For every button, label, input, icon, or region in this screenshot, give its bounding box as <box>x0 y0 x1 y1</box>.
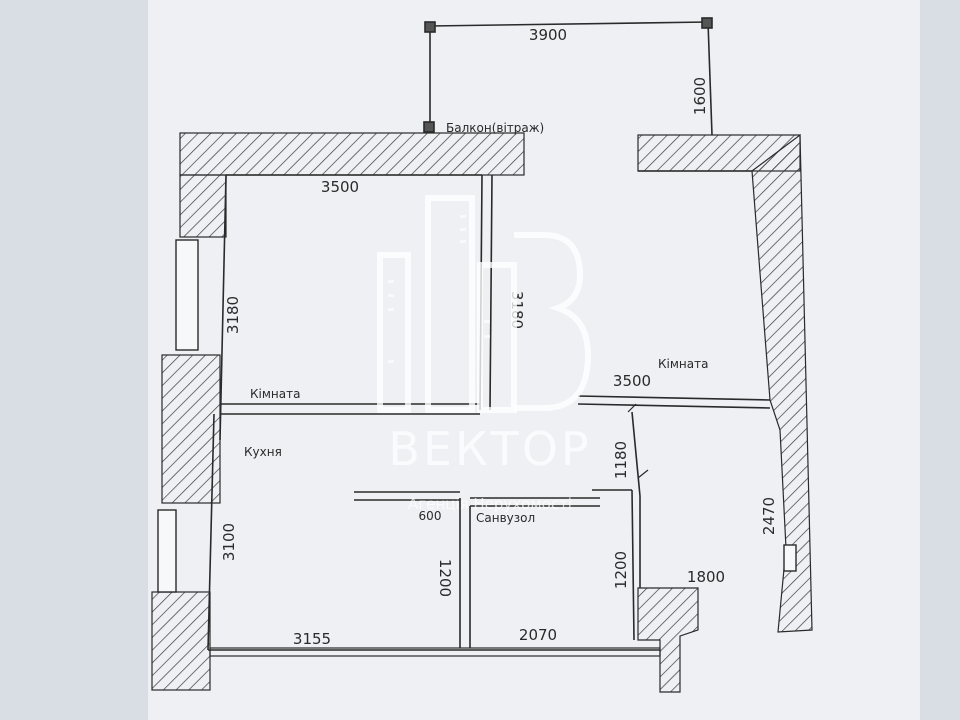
dim-room-left-width: 3500 <box>321 178 359 196</box>
dim-corridor-height: 1180 <box>612 441 630 479</box>
wall-left-middle <box>161 354 221 504</box>
line-kitchen-left <box>207 413 215 651</box>
dim-balcony-width: 3900 <box>529 26 567 44</box>
dim-bath-width: 2070 <box>519 626 557 644</box>
balcony-frame <box>423 17 713 136</box>
line-bath-right-b <box>631 489 635 641</box>
wall-left-upper <box>179 174 227 238</box>
line-room-divider-a <box>479 174 483 411</box>
door-right-wall <box>783 544 797 572</box>
balcony-right <box>707 21 713 136</box>
dim-room-left-depth: 3180 <box>224 296 242 334</box>
label-room-left: Кімната <box>250 387 300 401</box>
dim-room-right-width: 3500 <box>613 372 651 390</box>
wall-right <box>751 133 813 633</box>
dim-bath-depth-left: 1200 <box>436 559 454 597</box>
balcony-post-tl <box>424 21 436 33</box>
line-room-right-bottom-a <box>577 395 771 401</box>
label-balcony: Балкон(вітраж) <box>446 121 544 135</box>
line-corridor-right <box>631 411 641 497</box>
dim-room-right-depth: 3180 <box>508 291 526 329</box>
dimension-ticks <box>627 403 649 479</box>
windows <box>157 239 797 593</box>
wall-left-lower <box>151 591 211 691</box>
dim-kitchen-depth: 3100 <box>220 523 238 561</box>
window-left-upper <box>175 239 199 351</box>
line-room-right-bottom-b <box>577 403 771 409</box>
line-room-divider-b <box>489 174 493 411</box>
balcony-top <box>429 21 709 27</box>
window-left-lower <box>157 509 177 593</box>
wall-top-left <box>179 132 525 176</box>
walls <box>151 132 813 693</box>
tick-1800 <box>637 469 649 479</box>
plan-text: 3900 1600 Балкон(вітраж) 3500 3180 3180 … <box>220 26 778 648</box>
line-room-left-left <box>219 174 227 441</box>
dim-corridor-height-right: 2470 <box>760 497 778 535</box>
dim-balcony-depth: 1600 <box>691 77 709 115</box>
label-kitchen: Кухня <box>244 445 282 459</box>
partitions <box>207 170 771 651</box>
label-bathroom: Санвузол <box>476 511 535 525</box>
label-room-right: Кімната <box>658 357 708 371</box>
dim-bath-depth-right: 1200 <box>612 551 630 589</box>
balcony-post-tr <box>701 17 713 29</box>
wall-bottom-right-stub <box>637 587 699 693</box>
dim-bath-door: 600 <box>419 509 442 523</box>
dim-hall-width: 1800 <box>687 568 725 586</box>
tick-1180 <box>627 403 637 413</box>
dim-kitchen-width: 3155 <box>293 630 331 648</box>
wall-bottom-strip <box>209 647 661 657</box>
balcony-post-bl <box>423 121 435 133</box>
